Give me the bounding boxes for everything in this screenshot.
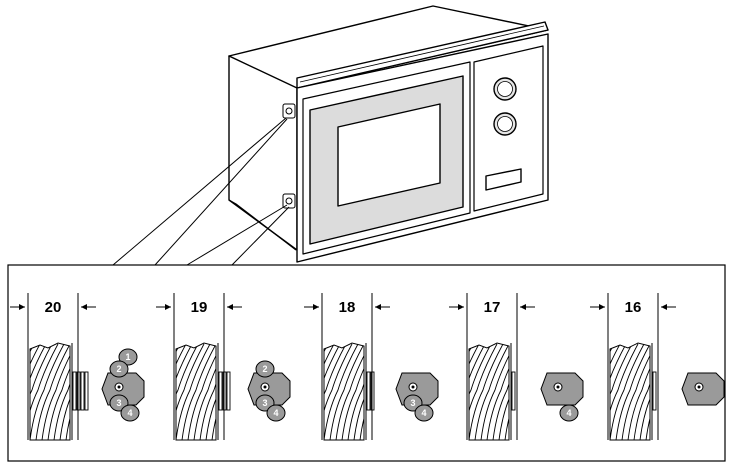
spacing-panel: 20 12 34	[10, 293, 145, 441]
spacing-panel: 17 4	[449, 293, 584, 441]
spacer-ring	[511, 371, 516, 411]
numbered-tab: 2	[109, 360, 129, 378]
side-bracket-icon	[282, 103, 296, 209]
spacer-clip-icon: 34	[395, 372, 439, 422]
numbered-tab: 1	[118, 348, 138, 366]
leader-lines	[112, 117, 290, 266]
spacer-ring	[226, 371, 231, 411]
tab-number: 1	[125, 352, 130, 362]
microwave-oven	[228, 5, 549, 263]
tab-number: 4	[127, 408, 132, 418]
tab-number: 2	[116, 364, 121, 374]
numbered-tab: 4	[559, 404, 579, 422]
tab-number: 3	[410, 398, 415, 408]
tab-number: 4	[421, 408, 426, 418]
gap-label: 20	[45, 299, 62, 316]
spacer-ring	[72, 371, 77, 411]
oven-trim-strip	[296, 21, 549, 89]
gap-label: 18	[339, 299, 356, 316]
tab-number: 4	[273, 408, 278, 418]
numbered-tab: 4	[266, 404, 286, 422]
spacer-clip-icon: 12 34	[101, 348, 145, 422]
spacer-clip-icon	[681, 372, 725, 406]
numbered-tab: 4	[414, 404, 434, 422]
gap-label: 19	[191, 299, 208, 316]
numbered-tab: 4	[120, 404, 140, 422]
gap-label: 17	[484, 299, 501, 316]
tab-number: 4	[566, 408, 571, 418]
spacer-ring	[80, 371, 85, 411]
oven-side-face	[228, 55, 298, 251]
display-window	[485, 168, 522, 191]
numbered-tab: 2	[255, 360, 275, 378]
spacing-panel: 19 2 34	[156, 293, 291, 441]
spacer-clip-icon: 2 34	[247, 360, 291, 422]
spacer-ring	[218, 371, 223, 411]
tab-number: 3	[116, 398, 121, 408]
gap-label: 16	[625, 299, 642, 316]
oven-window	[337, 103, 441, 207]
spacer-ring	[366, 371, 371, 411]
spacing-panel: 16	[590, 293, 725, 441]
spacer-ring	[84, 371, 89, 411]
tab-number: 3	[262, 398, 267, 408]
oven-base	[228, 199, 297, 251]
spacer-ring	[652, 371, 657, 411]
tab-number: 2	[262, 364, 267, 374]
spacer-clip-icon: 4	[540, 372, 584, 422]
